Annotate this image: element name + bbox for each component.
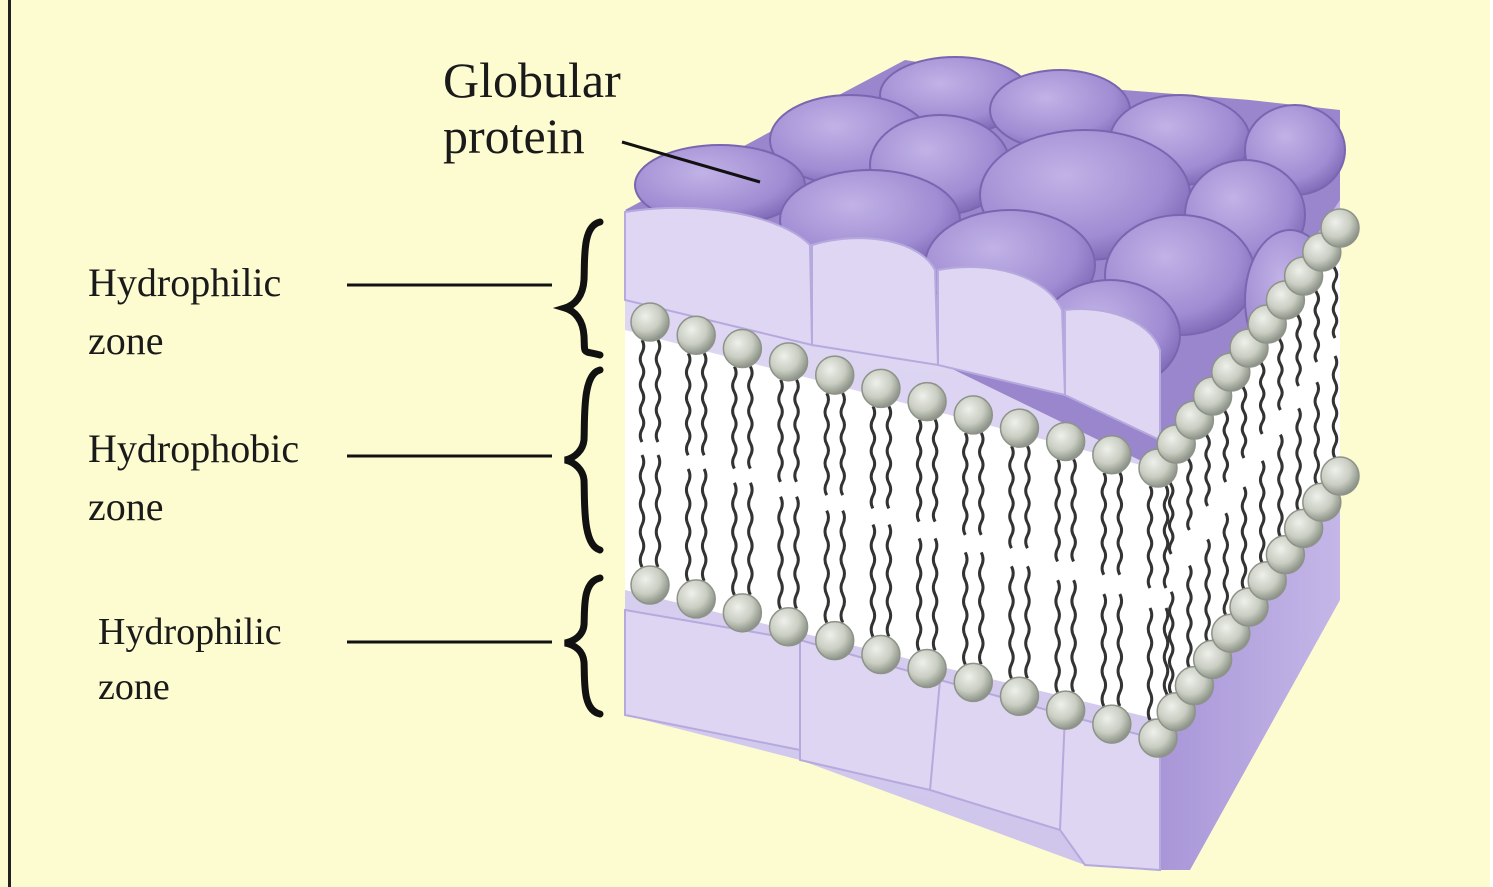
label-hydrophobic-line-1: Hydrophobic	[88, 420, 299, 478]
phospholipid-head	[770, 343, 808, 381]
label-globular-line-1: Globular	[443, 52, 621, 108]
left-border	[8, 0, 11, 887]
phospholipid-head	[1000, 409, 1038, 447]
label-hydrophilic-top-line-2: zone	[88, 312, 281, 370]
phospholipid-head	[1093, 436, 1131, 474]
phospholipid-head	[723, 594, 761, 632]
label-hydrophobic-line-2: zone	[88, 478, 299, 536]
label-hydrophobic-zone: Hydrophobic zone	[88, 420, 299, 536]
label-hydrophilic-bottom-line-2: zone	[98, 660, 282, 715]
phospholipid-head	[723, 330, 761, 368]
phospholipid-head	[816, 356, 854, 394]
phospholipid-head	[631, 566, 669, 604]
phospholipid-head	[954, 663, 992, 701]
label-globular-protein: Globular protein	[443, 52, 621, 164]
phospholipid-head	[862, 369, 900, 407]
label-hydrophilic-top-line-1: Hydrophilic	[88, 254, 281, 312]
label-hydrophilic-zone-top: Hydrophilic zone	[88, 254, 281, 370]
phospholipid-head	[908, 649, 946, 687]
phospholipid-head	[816, 622, 854, 660]
phospholipid-head	[908, 383, 946, 421]
phospholipid-head	[862, 636, 900, 674]
phospholipid-head	[631, 303, 669, 341]
label-hydrophilic-zone-bottom: Hydrophilic zone	[98, 605, 282, 715]
phospholipid-head	[954, 396, 992, 434]
phospholipid-head	[677, 316, 715, 354]
phospholipid-head	[1093, 705, 1131, 743]
phospholipid-head	[1047, 422, 1085, 460]
phospholipid-head	[1000, 677, 1038, 715]
phospholipid-head	[1047, 691, 1085, 729]
phospholipid-head	[770, 608, 808, 646]
phospholipid-head	[1321, 209, 1359, 247]
label-hydrophilic-bottom-line-1: Hydrophilic	[98, 605, 282, 660]
phospholipid-head	[1321, 457, 1359, 495]
label-globular-line-2: protein	[443, 108, 621, 164]
phospholipid-head	[677, 580, 715, 618]
